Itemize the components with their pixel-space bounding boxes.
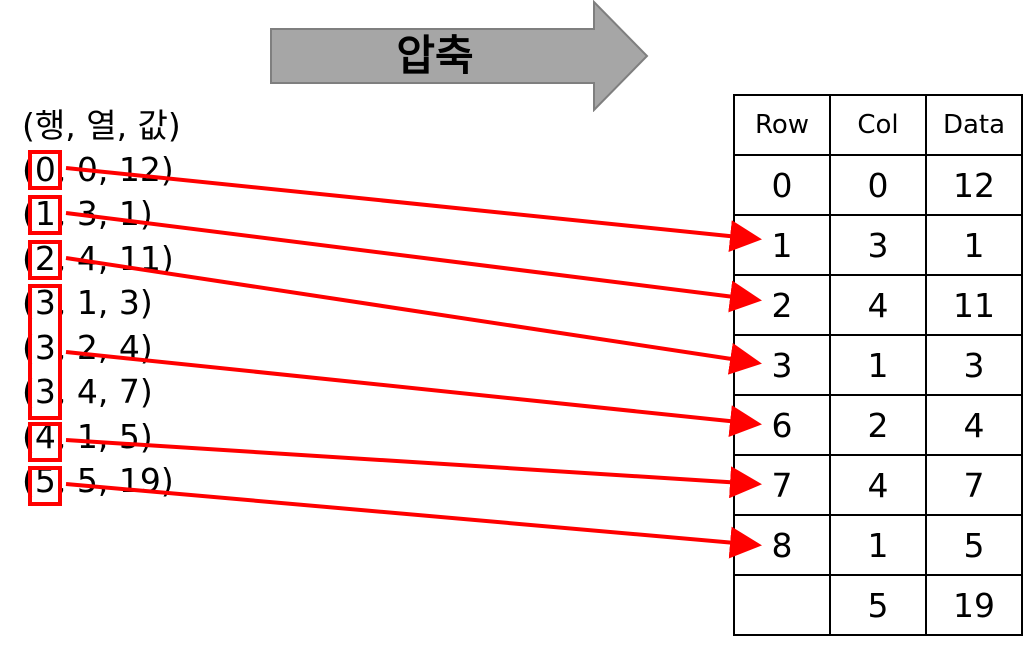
- cell-col: 1: [829, 334, 927, 396]
- table-row: 5 19: [733, 574, 1023, 636]
- compression-label: 압축: [396, 31, 474, 80]
- cell-col: 2: [829, 394, 927, 456]
- cell-data: 7: [925, 454, 1023, 516]
- cell-data: 11: [925, 274, 1023, 336]
- header-col: Col: [829, 94, 927, 156]
- mapping-arrow: [65, 482, 762, 559]
- row-index-highlight: [28, 195, 62, 235]
- cell-row: 0: [733, 154, 831, 216]
- row-index-highlight: [28, 422, 62, 462]
- table-row: 7 4 7: [733, 454, 1023, 516]
- cell-row: 7: [733, 454, 831, 516]
- cell-col: 0: [829, 154, 927, 216]
- cell-data: 19: [925, 574, 1023, 636]
- mapping-arrow: [65, 350, 762, 438]
- table-header-row: Row Col Data: [733, 94, 1023, 156]
- table-row: 8 1 5: [733, 514, 1023, 576]
- compressed-table: Row Col Data 0 0 12 1 3 1 2 4 11 3 1 3 6…: [733, 94, 1023, 636]
- cell-col: 4: [829, 274, 927, 336]
- cell-col: 4: [829, 454, 927, 516]
- cell-data: 3: [925, 334, 1023, 396]
- cell-data: 1: [925, 214, 1023, 276]
- cell-col: 1: [829, 514, 927, 576]
- table-row: 3 1 3: [733, 334, 1023, 396]
- cell-data: 12: [925, 154, 1023, 216]
- mapping-arrow: [65, 256, 762, 375]
- mapping-arrow: [65, 438, 762, 499]
- tuple-row: (3, 4, 7): [22, 372, 153, 411]
- row-index-highlight: [28, 150, 62, 190]
- cell-data: 4: [925, 394, 1023, 456]
- cell-col: 3: [829, 214, 927, 276]
- header-data: Data: [925, 94, 1023, 156]
- compression-arrow: 압축: [270, 0, 650, 112]
- tuple-header: (행, 열, 값): [22, 106, 181, 145]
- mapping-arrow: [65, 166, 762, 253]
- row-index-highlight: [28, 240, 62, 280]
- tuple-row: (3, 1, 3): [22, 283, 153, 322]
- cell-col: 5: [829, 574, 927, 636]
- row-index-highlight-group: [28, 284, 62, 420]
- table-row: 0 0 12: [733, 154, 1023, 216]
- table-row: 2 4 11: [733, 274, 1023, 336]
- header-row: Row: [733, 94, 831, 156]
- row-index-highlight: [28, 466, 62, 506]
- cell-row: [733, 574, 831, 636]
- tuple-row: (1, 3, 1): [22, 194, 153, 233]
- cell-data: 5: [925, 514, 1023, 576]
- mapping-arrow: [65, 211, 762, 313]
